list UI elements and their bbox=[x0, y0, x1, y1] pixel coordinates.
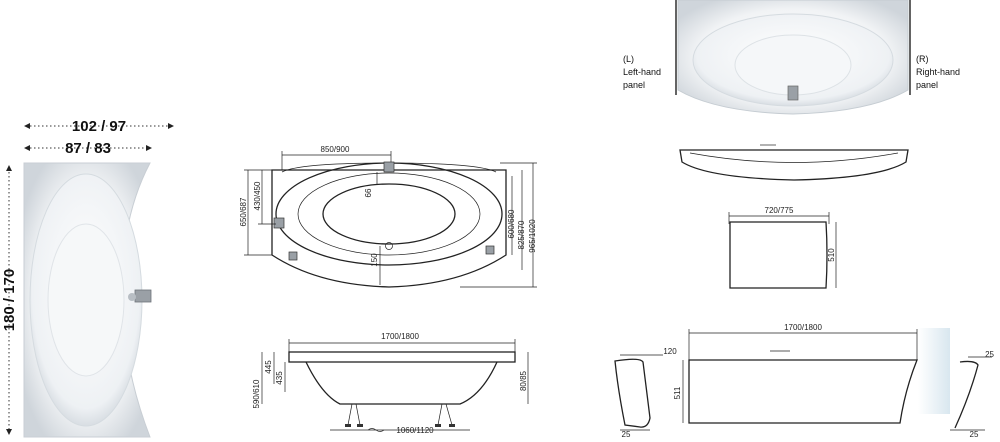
fixture-left-icon bbox=[288, 251, 298, 261]
left-line2: panel bbox=[623, 80, 645, 90]
front-panel-drawing: 1700/1800 120 511 25 25 25 bbox=[614, 323, 995, 439]
photo-length-dimension: 180 / 170 bbox=[1, 165, 18, 435]
side-panel-height: 510 bbox=[827, 248, 836, 262]
tap-icon bbox=[787, 85, 799, 101]
bottom-length-label: 1060/1120 bbox=[396, 426, 434, 435]
photo-inner-width-dimension: 87 / 83 bbox=[24, 140, 152, 157]
dim-650-687: 650/687 bbox=[239, 197, 248, 226]
fixture-right-icon bbox=[485, 245, 495, 255]
side-panel-drawing: 720/775 510 bbox=[728, 206, 837, 289]
inner-width-label: 87 / 83 bbox=[65, 140, 111, 157]
dim-445: 445 bbox=[264, 360, 273, 374]
drain-icon bbox=[385, 242, 393, 250]
side-length-label: 1700/1800 bbox=[381, 332, 419, 341]
top-view-drawing: 850/900 650/687 430/450 66 150 600/680 8… bbox=[239, 145, 537, 288]
left-code: (L) bbox=[623, 54, 634, 64]
dim-66: 66 bbox=[364, 188, 373, 197]
front-panel-length: 1700/1800 bbox=[784, 323, 822, 332]
dim-825-870: 825/870 bbox=[517, 220, 526, 249]
tub-photo bbox=[23, 162, 152, 438]
photo-width-dimension: 102 / 97 bbox=[24, 118, 174, 135]
dim-600-680: 600/680 bbox=[507, 209, 516, 238]
dim-430-450: 430/450 bbox=[253, 181, 262, 210]
left-hand-panel-label: (L) Left-hand panel bbox=[623, 54, 661, 90]
side-panel-width: 720/775 bbox=[765, 206, 794, 215]
tub-front-photo bbox=[675, 0, 911, 115]
right-line1: Right-hand bbox=[916, 67, 960, 77]
handle-left-icon bbox=[273, 217, 285, 229]
front-panel-height: 511 bbox=[673, 386, 682, 399]
right-top-dim: 25 bbox=[985, 350, 994, 359]
right-bottom-dim: 25 bbox=[970, 430, 979, 439]
right-code: (R) bbox=[916, 54, 929, 64]
right-hand-panel-label: (R) Right-hand panel bbox=[916, 54, 960, 90]
overflow-fixture-icon bbox=[383, 161, 395, 173]
outer-width-label: 102 / 97 bbox=[72, 118, 126, 135]
faucet-icon bbox=[134, 289, 152, 303]
front-panel-bottom-left: 25 bbox=[622, 430, 631, 439]
dim-80-85: 80/85 bbox=[519, 370, 528, 391]
left-line1: Left-hand bbox=[623, 67, 661, 77]
curved-panel-drawing bbox=[679, 144, 909, 181]
side-view-drawing: 1700/1800 1060/1120 590/610 445 435 80/8… bbox=[252, 332, 529, 435]
right-line2: panel bbox=[916, 80, 938, 90]
front-panel-top: 120 bbox=[663, 347, 677, 356]
dim-965-1020: 965/1020 bbox=[528, 219, 537, 253]
dim-590-610: 590/610 bbox=[252, 379, 261, 408]
length-label: 180 / 170 bbox=[1, 269, 18, 332]
dim-150: 150 bbox=[370, 253, 379, 267]
dim-435: 435 bbox=[275, 371, 284, 385]
top-width-label: 850/900 bbox=[321, 145, 350, 154]
